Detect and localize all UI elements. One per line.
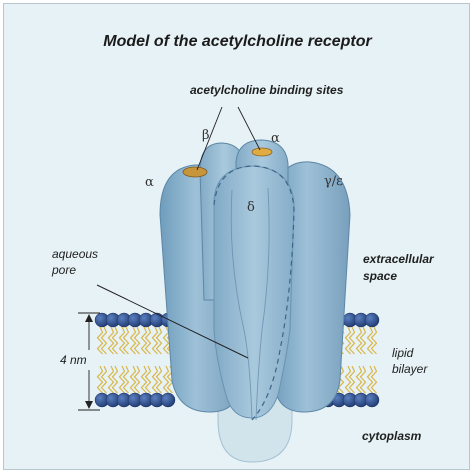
lipid-tail [357, 327, 362, 354]
alpha-right-label: α [271, 131, 280, 146]
lipid-head [365, 313, 379, 327]
beta-label: β [202, 128, 210, 143]
lipid-tail [120, 366, 125, 393]
thickness-label: 4 nm [60, 353, 87, 368]
lipid-tail [164, 366, 169, 393]
lipid-tail [153, 366, 158, 393]
alpha-left-label: α [145, 175, 154, 190]
binding-site-left [183, 167, 207, 177]
lipid-tail [346, 366, 351, 393]
lipid-tail [109, 327, 114, 354]
extracellular-label-line1: extracellular [363, 251, 434, 267]
lipid-tail [131, 366, 136, 393]
cytoplasm-label: cytoplasm [362, 428, 421, 444]
lipid-head [161, 393, 175, 407]
binding-site-right [252, 148, 272, 156]
lipid-tail [120, 327, 125, 354]
lipid-tail [368, 366, 373, 393]
lipid-tail [142, 327, 147, 354]
lipid-tail [109, 366, 114, 393]
lipid-tail [98, 366, 103, 393]
aqueous-pore-label-line1: aqueous [52, 247, 98, 262]
gamma-epsilon-label: γ/ε [324, 174, 343, 189]
aqueous-pore-label-line2: pore [52, 263, 76, 278]
lipid-tail [164, 327, 169, 354]
lipid-bilayer-label-line1: lipid [392, 346, 413, 361]
lipid-head [365, 393, 379, 407]
binding-sites-label: acetylcholine binding sites [190, 82, 343, 98]
lipid-tail [98, 327, 103, 354]
lipid-tail [131, 327, 136, 354]
lipid-tail [142, 366, 147, 393]
extracellular-label-line2: space [363, 268, 397, 284]
delta-label: δ [247, 200, 255, 215]
lipid-tail [368, 327, 373, 354]
lipid-bilayer-label-line2: bilayer [392, 362, 427, 377]
lipid-tail [153, 327, 158, 354]
lipid-tail [357, 366, 362, 393]
lipid-tail [346, 327, 351, 354]
